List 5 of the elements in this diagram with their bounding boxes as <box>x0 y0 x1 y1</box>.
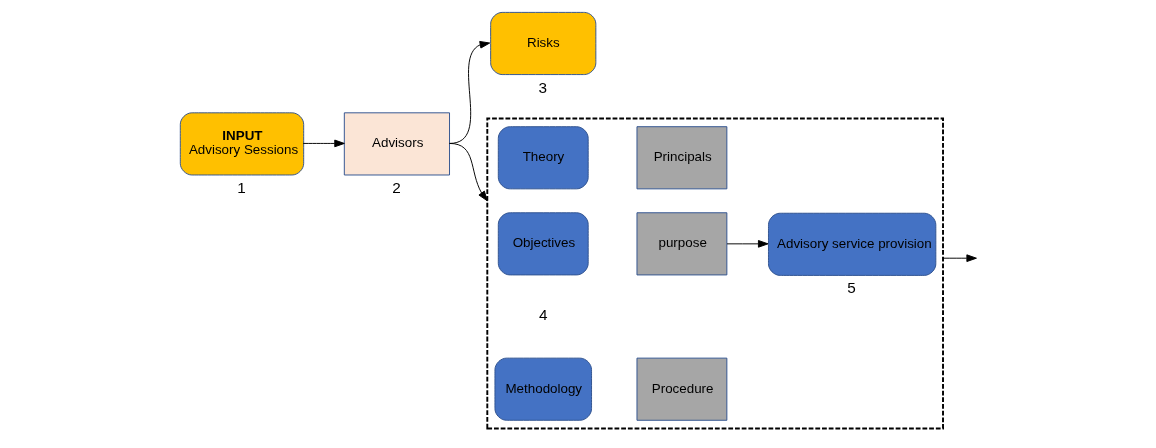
node-label: 2 <box>391 178 401 196</box>
node-label: 3 <box>537 78 547 96</box>
node-label: 5 <box>846 279 856 297</box>
node-label: 1 <box>236 178 246 196</box>
label: 4 <box>538 306 548 324</box>
